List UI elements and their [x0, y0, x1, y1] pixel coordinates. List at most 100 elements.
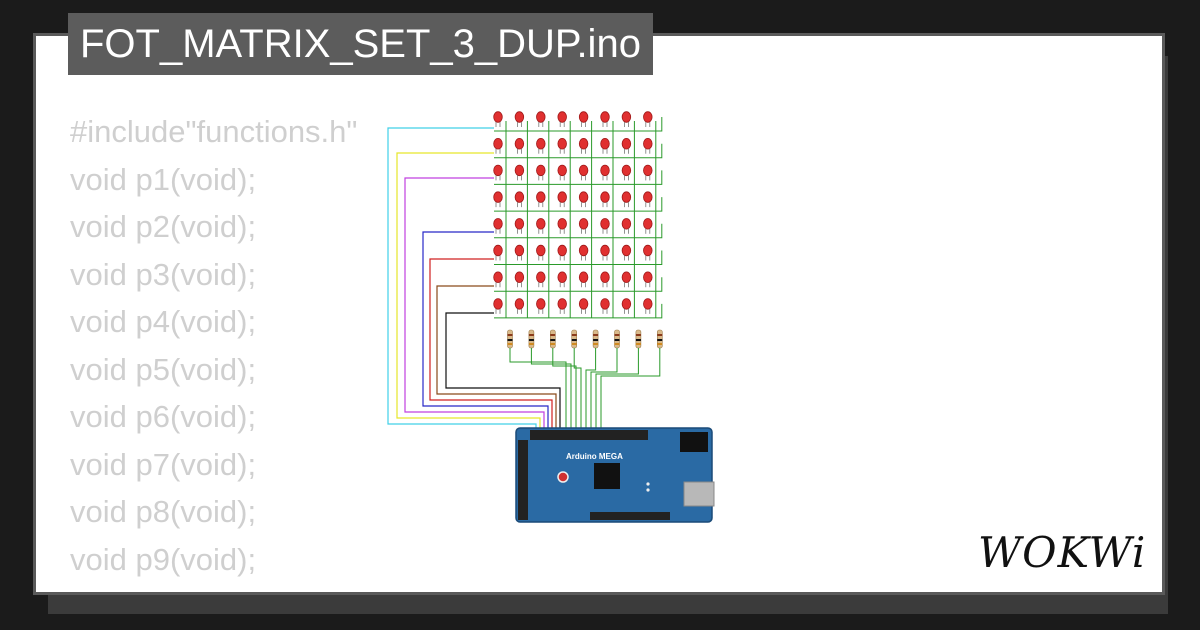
led — [557, 111, 567, 123]
code-line: void p10(void); — [70, 583, 357, 592]
resistor-band — [635, 343, 641, 345]
resistor-band — [593, 339, 599, 341]
resistor-wire — [590, 348, 618, 432]
led — [557, 164, 567, 177]
led — [578, 298, 589, 310]
led — [600, 298, 610, 310]
led — [578, 191, 589, 203]
code-line: #include"functions.h" — [70, 114, 358, 149]
led — [578, 137, 589, 150]
led — [643, 244, 653, 257]
row-signal-wire — [404, 177, 545, 434]
code-line: void p6(void); — [70, 399, 257, 434]
led — [493, 271, 503, 283]
led — [600, 244, 610, 257]
led — [643, 271, 653, 283]
code-line: void p4(void); — [70, 304, 257, 339]
code-preview: #include"functions.h" void p1(void); voi… — [70, 108, 358, 592]
resistor-wire — [552, 348, 577, 432]
led — [514, 164, 525, 177]
resistor-band — [614, 339, 620, 341]
led — [621, 191, 632, 203]
led — [600, 271, 610, 283]
resistor-band — [614, 343, 620, 345]
led — [578, 244, 589, 257]
led — [493, 298, 503, 310]
led — [578, 218, 589, 230]
led — [536, 271, 546, 283]
led — [621, 137, 632, 150]
resistor-band — [507, 339, 513, 341]
led — [600, 111, 610, 123]
resistor-band — [657, 343, 663, 345]
wokwi-logo: WOKWi — [978, 528, 1147, 577]
resistor-band — [657, 339, 663, 341]
preview-card: #include"functions.h" void p1(void); voi… — [33, 33, 1165, 595]
pin-header-bottom — [590, 512, 670, 520]
row-wire — [494, 223, 663, 239]
led — [557, 271, 567, 283]
led — [578, 164, 589, 177]
resistor-band — [571, 343, 577, 345]
led — [578, 271, 589, 283]
led-matrix — [493, 111, 663, 319]
row-wire — [494, 117, 663, 132]
resistor-band — [507, 343, 513, 345]
led — [621, 164, 632, 177]
row-signal-wire — [396, 152, 541, 434]
code-line: void p9(void); — [70, 541, 257, 577]
resistor-band — [571, 339, 577, 341]
resistor-band — [614, 334, 620, 336]
usb-port — [683, 481, 715, 507]
pin-header-top — [530, 430, 648, 440]
led — [493, 191, 503, 203]
resistor-band — [550, 334, 556, 336]
resistor-band — [571, 334, 577, 336]
led — [643, 137, 653, 150]
row-signal-wire — [422, 231, 549, 434]
led — [621, 111, 632, 123]
led — [536, 191, 546, 203]
resistor-band — [507, 334, 513, 336]
resistor-band — [528, 343, 534, 345]
led — [514, 111, 525, 123]
row-signal-wire — [436, 285, 557, 434]
led — [557, 137, 567, 150]
resistor-band — [657, 334, 663, 336]
led — [621, 271, 632, 283]
led — [557, 218, 567, 230]
row-wire — [494, 197, 663, 212]
row-signal-wire — [429, 258, 553, 434]
code-line: void p7(void); — [70, 446, 257, 482]
led — [514, 191, 525, 203]
led — [578, 111, 589, 123]
row-wire — [494, 277, 663, 292]
code-line: void p1(void); — [70, 161, 257, 197]
mcu-chip — [594, 463, 620, 489]
led — [493, 137, 503, 150]
code-line: void p2(void); — [70, 209, 257, 244]
led — [621, 218, 632, 230]
led — [600, 191, 610, 203]
arduino-mega-board: Arduino MEGA — [515, 427, 715, 523]
row-signal-wire — [445, 312, 561, 434]
resistor-wire — [585, 348, 597, 432]
code-line: void p5(void); — [70, 351, 257, 387]
status-led — [646, 482, 650, 486]
led — [621, 298, 632, 310]
led — [643, 191, 653, 203]
led — [493, 111, 503, 123]
row-wire — [494, 170, 663, 185]
row-wire — [494, 143, 663, 159]
led — [621, 244, 632, 257]
window-title: FOT_MATRIX_SET_3_DUP.ino — [68, 13, 653, 75]
code-line: void p3(void); — [70, 256, 257, 292]
resistor-band — [550, 343, 556, 345]
led — [514, 137, 525, 150]
reset-button — [557, 471, 569, 483]
led — [557, 244, 567, 257]
led — [643, 164, 653, 177]
led — [643, 218, 653, 230]
resistor-band — [550, 339, 556, 341]
resistor-wire — [600, 348, 661, 432]
